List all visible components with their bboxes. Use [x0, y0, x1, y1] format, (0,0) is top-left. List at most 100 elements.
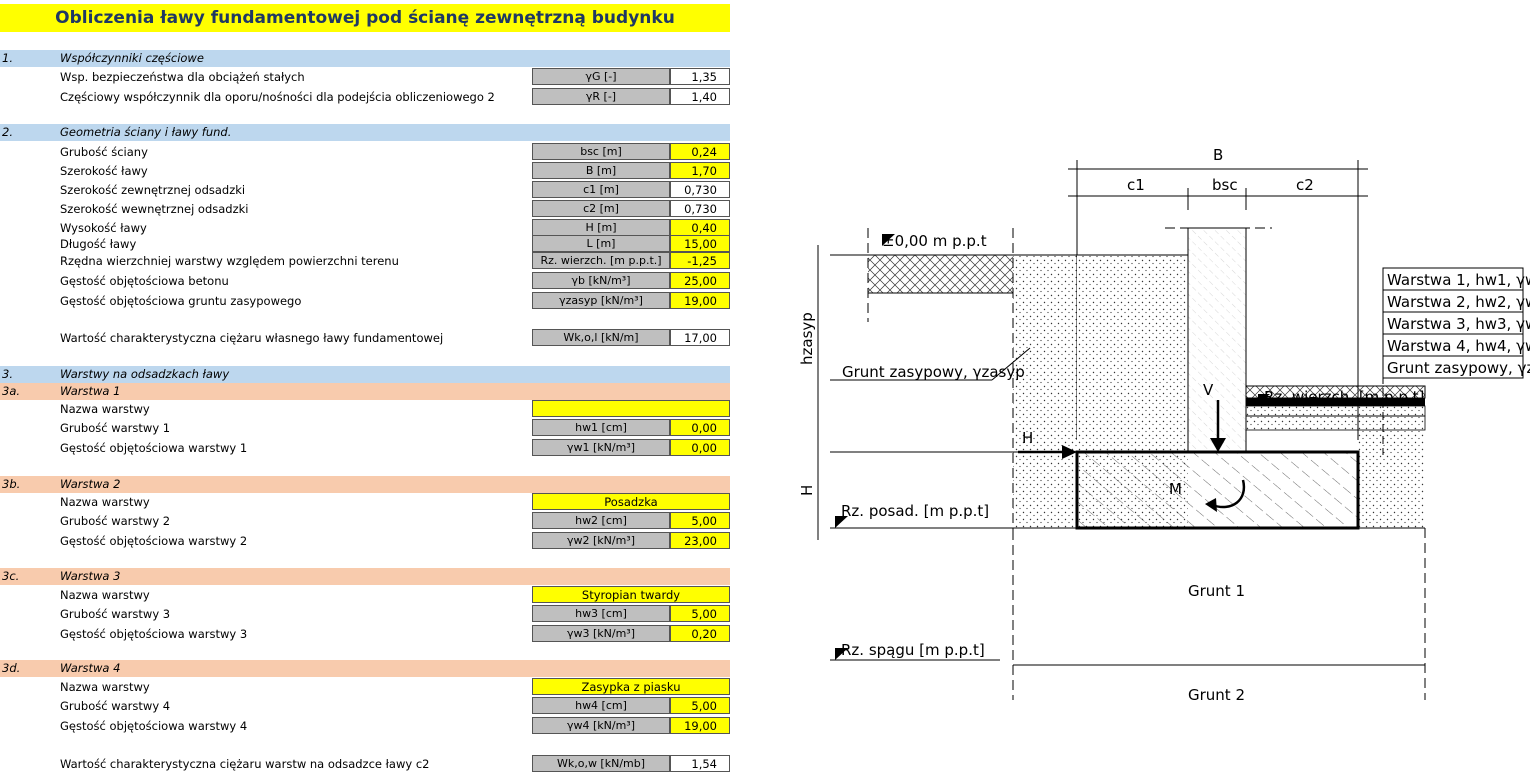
row-label: Grubość warstwy 1 — [60, 421, 171, 435]
value-cell: 1,54 — [670, 755, 730, 772]
label-c2: c2 — [1296, 176, 1314, 194]
value-cell[interactable]: -1,25 — [670, 252, 730, 269]
label-rz-posad: Rz. posad. [m p.p.t] — [841, 502, 989, 520]
symbol-cell: γw4 [kN/m³] — [532, 717, 670, 734]
row-wk: Wartość charakterystyczna ciężaru własne… — [0, 329, 730, 347]
value-cell[interactable]: 23,00 — [670, 532, 730, 549]
symbol-cell: γw2 [kN/m³] — [532, 532, 670, 549]
symbol-cell: B [m] — [532, 162, 670, 179]
label-bsc: bsc — [1212, 176, 1238, 194]
row-label: Gęstość objętościowa gruntu zasypowego — [60, 294, 302, 308]
symbol-cell: hw3 [cm] — [532, 605, 670, 622]
value-cell[interactable]: 15,00 — [670, 235, 730, 252]
row-label: Gęstość objętościowa warstwy 4 — [60, 719, 248, 733]
row-n1: Nazwa warstwy — [0, 400, 730, 418]
row-g4: Gęstość objętościowa warstwy 4 γw4 [kN/m… — [0, 717, 730, 735]
row-gamma-g: Wsp. bezpieczeństwa dla obciążeń stałych… — [0, 68, 730, 86]
label-B: B — [1213, 146, 1223, 164]
section-number: 3a. — [2, 384, 21, 398]
legend-layer-2: Warstwa 2, hw2, γw2 — [1387, 293, 1530, 311]
value-cell[interactable]: 1,35 — [670, 68, 730, 85]
label-rz-wierzch: Rz. wierzch. [m p.p.t] — [1264, 388, 1424, 406]
layer-legend: Warstwa 1, hw1, γw1 Warstwa 2, hw2, γw2 … — [1382, 267, 1530, 455]
value-cell[interactable]: 0,20 — [670, 625, 730, 642]
section-header-3b: 3b. Warstwa 2 — [0, 476, 730, 493]
layer-name-cell[interactable]: Styropian twardy — [532, 586, 730, 603]
row-label: Wartość charakterystyczna ciężaru własne… — [60, 331, 444, 345]
row-label: Gęstość objętościowa betonu — [60, 274, 229, 288]
section-label: Warstwa 2 — [60, 477, 121, 491]
row-B: Szerokość ławy B [m] 1,70 — [0, 162, 730, 180]
row-c2: Szerokość wewnętrznej odsadzki c2 [m] 0,… — [0, 200, 730, 218]
foundation-drawing: B c1 bsc c2 ±0,00 m p.p.t hzasyp H Grunt… — [798, 146, 1530, 704]
section-label: Warstwa 3 — [60, 569, 121, 583]
label-force-H: H — [1022, 429, 1033, 447]
row-label: Gęstość objętościowa warstwy 2 — [60, 534, 248, 548]
legend-backfill: Grunt zasypowy, γzasyp — [1387, 359, 1530, 377]
value-cell[interactable]: 19,00 — [670, 717, 730, 734]
row-label: Nazwa warstwy — [60, 402, 150, 416]
row-label: Wsp. bezpieczeństwa dla obciążeń stałych — [60, 70, 305, 84]
layer-name-cell[interactable]: Zasypka z piasku — [532, 678, 730, 695]
row-n2: Nazwa warstwy Posadzka — [0, 493, 730, 511]
section-number: 3b. — [2, 477, 21, 491]
row-rz: Rzędna wierzchniej warstwy względem powi… — [0, 252, 730, 270]
value-cell[interactable]: 5,00 — [670, 605, 730, 622]
symbol-cell: Wk,o,l [kN/m] — [532, 329, 670, 346]
section-label: Warstwa 4 — [60, 661, 121, 675]
symbol-cell: γw1 [kN/m³] — [532, 439, 670, 456]
backfill-right — [1358, 430, 1425, 528]
value-cell: 0,730 — [670, 200, 730, 217]
row-label: Szerokość zewnętrznej odsadzki — [60, 183, 246, 197]
value-cell[interactable]: 0,40 — [670, 219, 730, 236]
row-c1: Szerokość zewnętrznej odsadzki c1 [m] 0,… — [0, 181, 730, 199]
label-hzasyp: hzasyp — [798, 312, 816, 365]
label-backfill-left: Grunt zasypowy, γzasyp — [842, 363, 1025, 381]
section-label: Warstwy na odsadzkach ławy — [60, 367, 230, 381]
symbol-cell: hw2 [cm] — [532, 512, 670, 529]
layer-name-cell[interactable] — [532, 400, 730, 417]
row-bsc: Grubość ściany bsc [m] 0,24 — [0, 143, 730, 161]
value-cell[interactable]: 0,00 — [670, 419, 730, 436]
row-label: Grubość warstwy 4 — [60, 699, 171, 713]
value-cell: 0,730 — [670, 181, 730, 198]
legend-layer-4: Warstwa 4, hw4, γw4 — [1387, 337, 1530, 355]
value-cell[interactable]: 1,40 — [670, 88, 730, 105]
section-label: Współczynniki częściowe — [60, 51, 204, 65]
value-cell[interactable]: 19,00 — [670, 292, 730, 309]
value-cell[interactable]: 5,00 — [670, 697, 730, 714]
symbol-cell: γG [-] — [532, 68, 670, 85]
value-cell[interactable]: 25,00 — [670, 272, 730, 289]
row-gb: Gęstość objętościowa betonu γb [kN/m³] 2… — [0, 272, 730, 290]
force-arrows — [1018, 400, 1246, 512]
label-force-V: V — [1203, 381, 1214, 399]
symbol-cell: c1 [m] — [532, 181, 670, 198]
row-label: Szerokość ławy — [60, 164, 148, 178]
section-label: Geometria ściany i ławy fund. — [60, 125, 232, 139]
row-label: Rzędna wierzchniej warstwy względem powi… — [60, 254, 399, 268]
section-header-1: 1. Współczynniki częściowe — [0, 50, 730, 67]
symbol-cell: Wk,o,w [kN/mb] — [532, 755, 670, 772]
section-number: 3d. — [2, 661, 21, 675]
section-number: 2. — [2, 125, 13, 139]
value-cell[interactable]: 1,70 — [670, 162, 730, 179]
symbol-cell: Rz. wierzch. [m p.p.t.] — [532, 252, 670, 269]
row-h3: Grubość warstwy 3 hw3 [cm] 5,00 — [0, 605, 730, 623]
symbol-cell: γzasyp [kN/m³] — [532, 292, 670, 309]
symbol-cell: hw1 [cm] — [532, 419, 670, 436]
terrain-surface — [868, 255, 1013, 293]
value-cell[interactable]: 5,00 — [670, 512, 730, 529]
row-h1: Grubość warstwy 1 hw1 [cm] 0,00 — [0, 419, 730, 437]
row-label: Gęstość objętościowa warstwy 1 — [60, 441, 248, 455]
value-cell[interactable]: 0,00 — [670, 439, 730, 456]
row-label: Szerokość wewnętrznej odsadzki — [60, 202, 249, 216]
label-moment-M: M — [1169, 480, 1182, 498]
row-label: Grubość ściany — [60, 145, 148, 159]
row-wkw: Wartość charakterystyczna ciężaru warstw… — [0, 755, 730, 773]
value-cell[interactable]: 0,24 — [670, 143, 730, 160]
row-label: Częściowy współczynnik dla oporu/nośnośc… — [60, 90, 495, 104]
symbol-cell: c2 [m] — [532, 200, 670, 217]
row-label: Grubość warstwy 2 — [60, 514, 171, 528]
layer-name-cell[interactable]: Posadzka — [532, 493, 730, 510]
row-L: Długość ławy L [m] 15,00 — [0, 235, 730, 253]
